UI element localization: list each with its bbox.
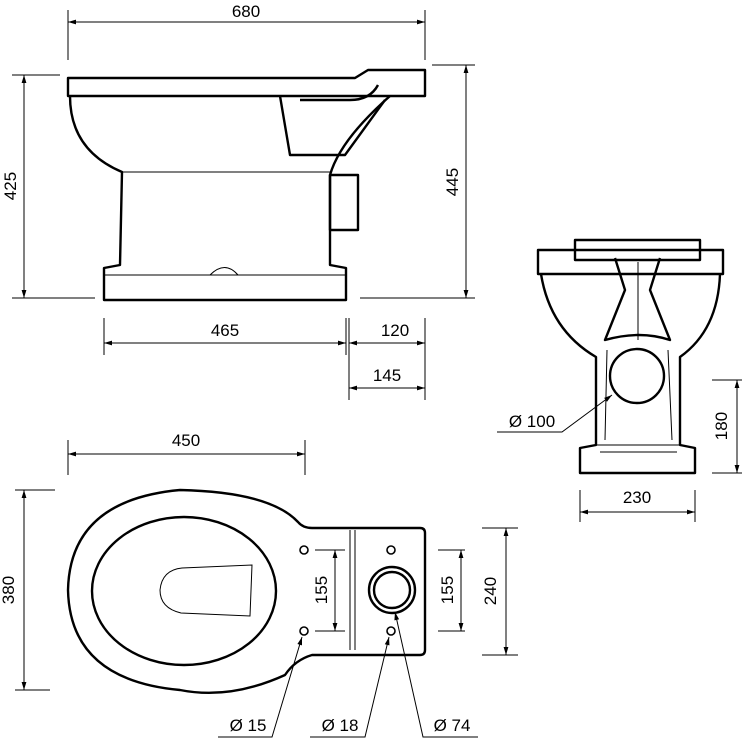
dim-230: 230 [623, 488, 651, 507]
dim-155-left: 155 [312, 576, 331, 604]
dim-445: 445 [443, 168, 462, 196]
front-view: Ø 100 180 230 [497, 238, 742, 522]
top-view: 450 380 155 155 240 Ø 15 Ø 18 Ø 74 [0, 431, 518, 738]
dim-155-right: 155 [438, 576, 457, 604]
dim-425: 425 [1, 172, 20, 200]
dim-465: 465 [211, 321, 239, 340]
dim-dia-74: Ø 74 [434, 716, 471, 735]
dim-dia-100: Ø 100 [509, 412, 555, 431]
dim-180: 180 [712, 412, 731, 440]
dim-dia-15: Ø 15 [230, 716, 267, 735]
dim-380: 380 [0, 576, 18, 604]
dim-dia-18: Ø 18 [322, 716, 359, 735]
dim-450: 450 [172, 431, 200, 450]
dim-120: 120 [381, 321, 409, 340]
dim-680: 680 [232, 2, 260, 21]
dim-240: 240 [481, 577, 500, 605]
side-view: 680 425 445 465 120 145 [1, 2, 475, 400]
dim-145: 145 [373, 366, 401, 385]
